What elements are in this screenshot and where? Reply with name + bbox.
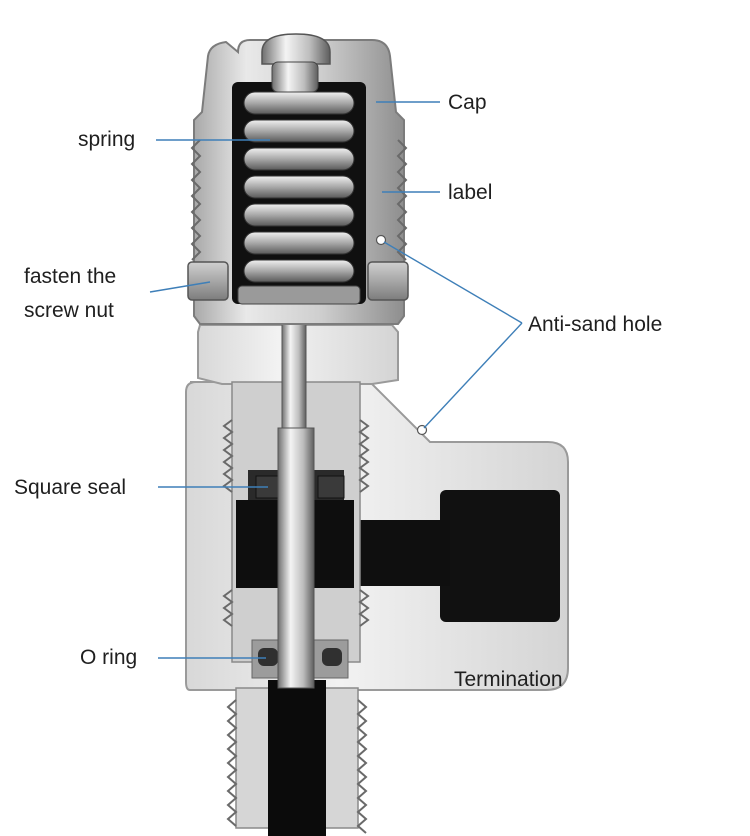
side-port-thread <box>440 490 560 622</box>
screw-nut <box>187 261 409 301</box>
outlet-passage <box>350 520 450 586</box>
leader-lines <box>149 101 523 659</box>
label-spring: spring <box>78 128 135 151</box>
anti-sand-hole-upper <box>375 234 387 246</box>
inlet-bore <box>268 680 326 836</box>
label-cap: Cap <box>448 91 487 114</box>
o-ring-right <box>322 648 342 666</box>
label-anti-sand-hole: Anti-sand hole <box>528 313 662 336</box>
o-ring <box>258 648 278 666</box>
cap-top-button <box>261 33 331 65</box>
label-square-seal: Square seal <box>14 476 126 499</box>
label-fasten-line1: fasten the <box>24 265 116 288</box>
label-termination: Termination <box>454 668 563 691</box>
valve-stem <box>277 317 315 689</box>
leader-screw-nut <box>149 281 211 293</box>
label-o-ring: O ring <box>80 646 137 669</box>
inlet-thread <box>226 680 368 836</box>
spring <box>237 61 361 305</box>
label-fasten-line2: screw nut <box>24 299 114 322</box>
label-label: label <box>448 181 492 204</box>
leader-anti-sand-upper <box>383 241 523 324</box>
square-seal-right <box>317 475 345 499</box>
leader-anti-sand-lower <box>423 322 523 429</box>
